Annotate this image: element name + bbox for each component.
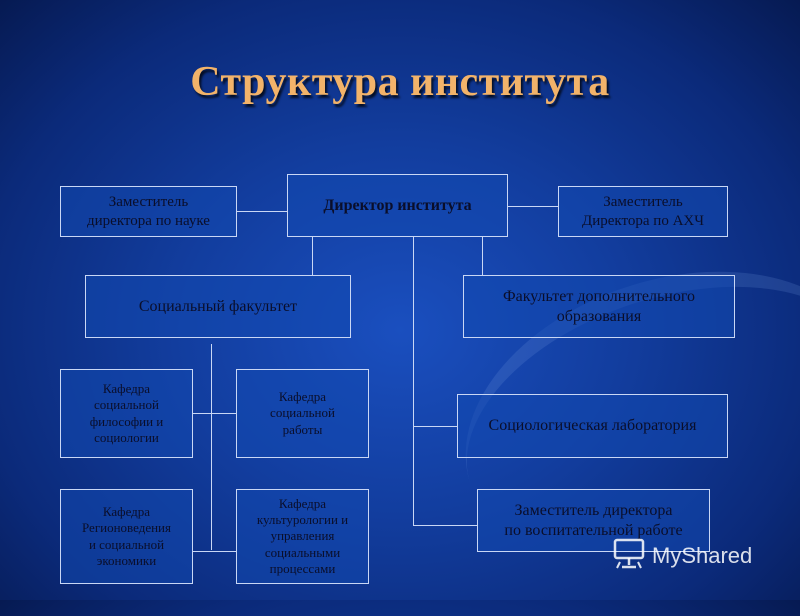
connector-line (413, 237, 414, 526)
connector-line (413, 525, 477, 526)
connector-line (413, 426, 457, 427)
dept-social-work-box: Кафедра социальной работы (236, 369, 369, 458)
deputy-education-work-box: Заместитель директора по воспитательной … (477, 489, 710, 552)
director-box: Директор института (287, 174, 508, 237)
connector-line (193, 413, 236, 414)
deputy-ahch-box: Заместитель Директора по АХЧ (558, 186, 728, 237)
extra-education-faculty-box: Факультет дополнительного образования (463, 275, 735, 338)
social-faculty-box: Социальный факультет (85, 275, 351, 338)
connector-line (482, 237, 483, 275)
connector-line (237, 211, 287, 212)
connector-line (211, 344, 212, 550)
connector-line (312, 237, 313, 275)
connector-line (193, 551, 236, 552)
dept-social-philosophy-box: Кафедра социальной философии и социологи… (60, 369, 193, 458)
page-title: Структура института (190, 59, 610, 105)
dept-culturology-box: Кафедра культурологии и управления социа… (236, 489, 369, 584)
watermark-text: MyShared (652, 543, 753, 568)
sociology-lab-box: Социологическая лаборатория (457, 394, 728, 458)
presentation-board-icon (612, 536, 646, 576)
deputy-science-box: Заместитель директора по науке (60, 186, 237, 237)
connector-line (508, 206, 558, 207)
dept-regional-studies-box: Кафедра Регионоведения и социальной экон… (60, 489, 193, 584)
watermark: MyShared (612, 538, 752, 574)
